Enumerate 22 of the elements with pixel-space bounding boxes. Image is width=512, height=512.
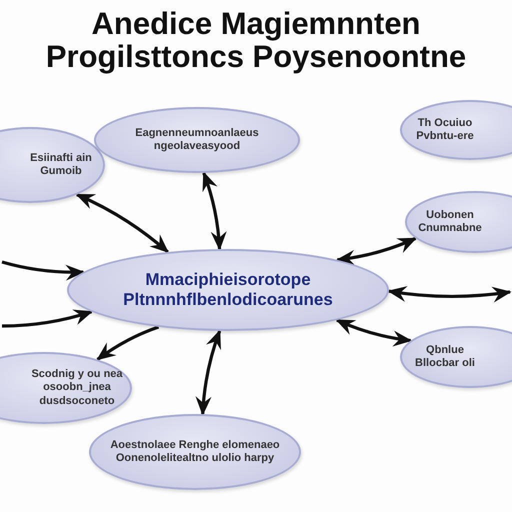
arrow (75, 193, 169, 254)
topic-ellipse (0, 352, 132, 424)
diagram-title: Anedice Magiemnnten Progilsttoncs Poysenoontne (44, 8, 468, 74)
node-text: Aoestnolaee Renghe elomenaeo Oonenolelitealtno ulolio harpy (109, 438, 281, 466)
node-text: Th Ocuiuo Pvbntu-ere (415, 116, 475, 144)
node-text: Mmaciphieisorotope Pltnnnhflbenlodicoarunes (122, 270, 334, 310)
topic-ellipse (400, 100, 512, 160)
node-text: Scodnig y ou nea osoobn_jnea dusdsoconeto (31, 368, 123, 408)
arrow (96, 325, 160, 361)
arrow (196, 329, 222, 416)
node-text: Uobonen Cnumnabne (417, 208, 483, 236)
node-text: Qbnlue Bllocbar oli (414, 344, 476, 370)
topic-ellipse (405, 191, 512, 253)
topic-ellipse (0, 127, 105, 203)
topic-ellipse (400, 326, 512, 388)
node-text: Eagnenneumnoanlaeus ngeolaveasyood (134, 126, 260, 154)
arrow (2, 309, 94, 328)
arrow (202, 171, 226, 251)
node-text: Esiinafti ain Gumoib (29, 152, 93, 178)
arrow (2, 260, 85, 280)
arrow (336, 236, 418, 266)
arrow (387, 286, 512, 302)
